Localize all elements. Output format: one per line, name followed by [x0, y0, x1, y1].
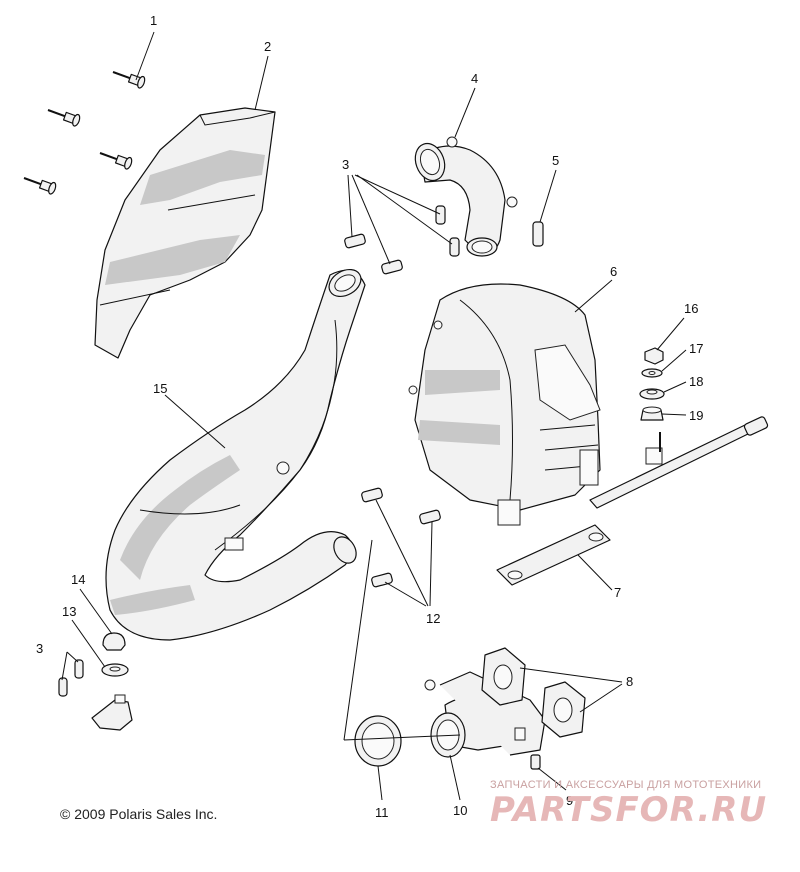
part-9-stud [530, 754, 541, 770]
callout-4: 4 [471, 71, 479, 86]
callout-15: 15 [153, 381, 168, 396]
leader-lines [61, 31, 687, 801]
callout-16: 16 [684, 301, 699, 316]
part-6-muffler [408, 283, 601, 526]
callout-2: 2 [264, 39, 272, 54]
part-14-cap [102, 632, 126, 651]
callout-14: 14 [71, 572, 86, 587]
watermark-logo: PARTSFOR.RU [490, 790, 768, 830]
part-2-heat-shield [94, 107, 276, 359]
part-7-mount-plate [496, 524, 611, 586]
part-17-washer [641, 368, 663, 378]
callout-8: 8 [626, 674, 634, 689]
part-11-seal-ring [354, 715, 402, 767]
part-1-rivets [23, 71, 146, 195]
part-8-gaskets [481, 647, 586, 738]
callout-10: 10 [453, 803, 468, 818]
callout-7: 7 [614, 585, 622, 600]
part-19-grommet [640, 406, 664, 421]
part-10-manifold [424, 671, 546, 758]
callout-13: 13 [62, 604, 77, 619]
part-5-spring [532, 221, 544, 247]
callout-3-upper: 3 [342, 157, 350, 172]
callout-11: 11 [375, 805, 389, 820]
part-3-springs-lower [58, 659, 133, 731]
callout-6: 6 [610, 264, 618, 279]
part-4-coupler-tube [414, 136, 518, 257]
callout-3-lower: 3 [36, 641, 44, 656]
part-16-nut [644, 347, 664, 365]
part-15-expansion-chamber [105, 268, 366, 641]
bracket-rod-assembly [589, 416, 769, 509]
callout-9: 9 [566, 793, 574, 808]
callout-1: 1 [150, 13, 158, 28]
part-18-washer [639, 388, 665, 400]
watermark-subtitle: ЗАПЧАСТИ И АКСЕССУАРЫ ДЛЯ МОТОТЕХНИКИ [490, 779, 762, 791]
callout-5: 5 [552, 153, 560, 168]
copyright-text: © 2009 Polaris Sales Inc. [60, 806, 218, 822]
part-3-springs-upper [344, 205, 460, 275]
part-13-grommet [101, 663, 129, 677]
callout-12: 12 [426, 611, 441, 626]
callout-17: 17 [689, 341, 704, 356]
part-12-springs [361, 487, 441, 588]
callout-19: 19 [689, 408, 704, 423]
callout-18: 18 [689, 374, 704, 389]
